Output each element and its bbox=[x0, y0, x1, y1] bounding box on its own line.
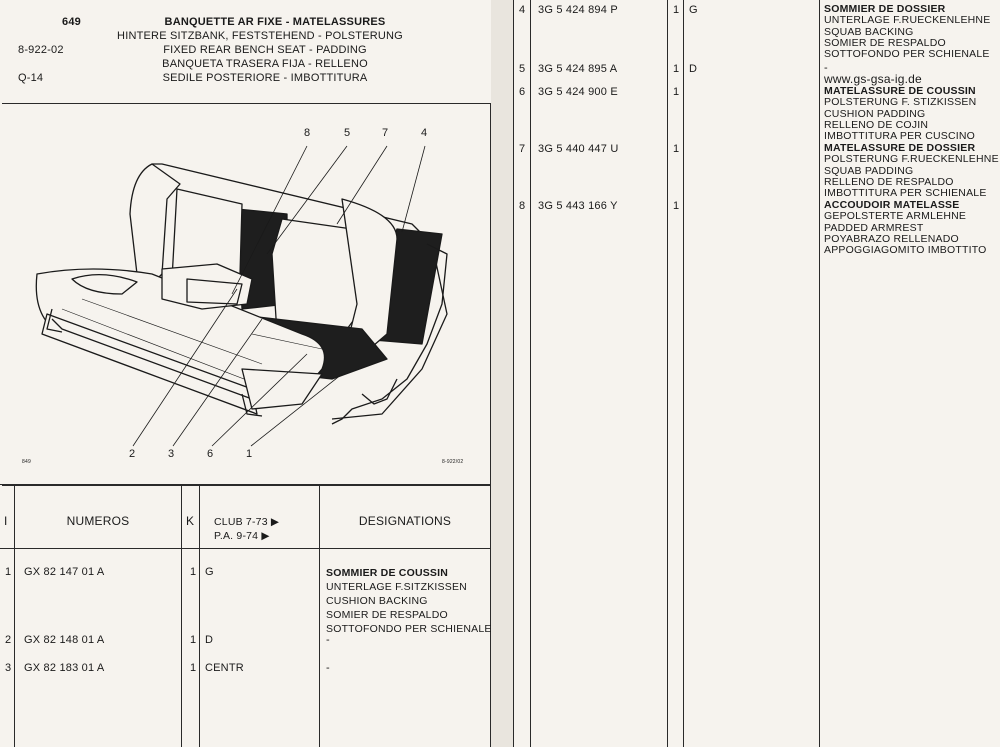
col-header-k: K bbox=[186, 514, 195, 528]
part-number: 3G 5 424 894 P bbox=[538, 4, 618, 16]
row-index: 3 bbox=[5, 662, 12, 674]
quantity: 1 bbox=[673, 200, 680, 212]
part-number: GX 82 147 01 A bbox=[24, 566, 105, 578]
row-index: 2 bbox=[5, 634, 12, 646]
col-header-numbers: NUMEROS bbox=[66, 514, 130, 528]
designation: SOMMIER DE DOSSIER UNTERLAGE F.RUECKENLE… bbox=[824, 3, 991, 61]
quantity: 1 bbox=[190, 662, 197, 674]
quantity: 1 bbox=[673, 4, 680, 16]
col-header-designations: DESIGNATIONS bbox=[358, 514, 452, 528]
part-number: 3G 5 424 895 A bbox=[538, 63, 618, 75]
diagram-corner-left: 849 bbox=[22, 459, 31, 465]
diagram-corner-right: 8-922/02 bbox=[442, 459, 464, 465]
row-index: 6 bbox=[519, 86, 526, 98]
exploded-diagram: 8 5 7 4 2 3 6 1 849 8-922/02 bbox=[2, 103, 491, 486]
variant: D bbox=[205, 634, 214, 646]
quantity: 1 bbox=[673, 143, 680, 155]
row-index: 4 bbox=[519, 4, 526, 16]
col-header-index: I bbox=[4, 514, 8, 528]
quantity: 1 bbox=[673, 86, 680, 98]
club-line-1: CLUB 7-73 ▶ bbox=[214, 516, 280, 528]
designation: - bbox=[326, 634, 330, 646]
title-it: SEDILE POSTERIORE - IMBOTTITURA bbox=[162, 72, 368, 84]
quantity: 1 bbox=[190, 566, 197, 578]
watermark-url: www.gs-gsa-ig.de bbox=[824, 72, 922, 86]
row-index: 8 bbox=[519, 200, 526, 212]
callout-3: 3 bbox=[168, 448, 175, 460]
part-number: 3G 5 443 166 Y bbox=[538, 200, 618, 212]
quantity: 1 bbox=[190, 634, 197, 646]
title-en: FIXED REAR BENCH SEAT - PADDING bbox=[163, 44, 367, 56]
callout-5: 5 bbox=[344, 127, 351, 139]
variant: G bbox=[205, 566, 214, 578]
row-index: 7 bbox=[519, 143, 526, 155]
row-index: 1 bbox=[5, 566, 12, 578]
callout-2: 2 bbox=[129, 448, 136, 460]
designation: MATELASSURE DE COUSSIN POLSTERUNG F. STI… bbox=[824, 85, 977, 143]
variant: G bbox=[689, 4, 698, 16]
page-number: 649 bbox=[62, 16, 81, 28]
reference-code: 8-922-02 bbox=[18, 44, 64, 56]
callout-8: 8 bbox=[304, 127, 311, 139]
group-code: Q-14 bbox=[18, 72, 44, 84]
title-de: HINTERE SITZBANK, FESTSTEHEND - POLSTERU… bbox=[117, 30, 403, 42]
designation: SOMMIER DE COUSSIN UNTERLAGE F.SITZKISSE… bbox=[326, 567, 492, 635]
part-number: 3G 5 440 447 U bbox=[538, 143, 619, 155]
callout-4: 4 bbox=[421, 127, 428, 139]
bench-seat-illustration bbox=[35, 145, 448, 447]
part-number: GX 82 183 01 A bbox=[24, 662, 105, 674]
designation: ACCOUDOIR MATELASSE GEPOLSTERTE ARMLEHNE… bbox=[824, 199, 987, 257]
callout-1: 1 bbox=[246, 448, 253, 460]
title-es: BANQUETA TRASERA FIJA - RELLENO bbox=[162, 58, 368, 70]
designation: - bbox=[326, 662, 330, 674]
callout-7: 7 bbox=[382, 127, 389, 139]
title-fr: BANQUETTE AR FIXE - MATELASSURES bbox=[164, 16, 386, 28]
part-number: GX 82 148 01 A bbox=[24, 634, 105, 646]
callout-6: 6 bbox=[207, 448, 214, 460]
variant: D bbox=[689, 63, 698, 75]
row-index: 5 bbox=[519, 63, 526, 75]
variant: CENTR bbox=[205, 662, 244, 674]
part-number: 3G 5 424 900 E bbox=[538, 86, 618, 98]
quantity: 1 bbox=[673, 63, 680, 75]
club-line-2: P.A. 9-74 ▶ bbox=[214, 530, 270, 542]
designation: MATELASSURE DE DOSSIER POLSTERUNG F.RUEC… bbox=[824, 142, 999, 200]
designation: - bbox=[824, 62, 828, 74]
